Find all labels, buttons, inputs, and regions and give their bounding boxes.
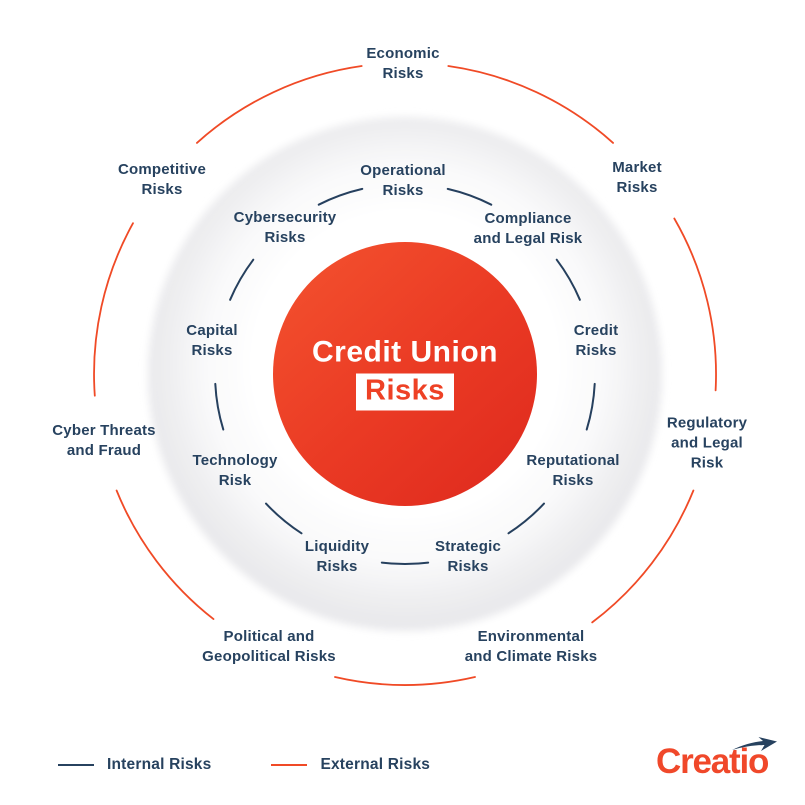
arc-segment	[446, 187, 493, 206]
external-risk-label-economic: Economic Risks	[366, 45, 440, 82]
internal-risk-label-liquidity: Liquidity Risks	[304, 538, 370, 575]
internal-risk-label-operational: Operational Risks	[360, 162, 446, 199]
arc-segment	[93, 222, 134, 397]
internal-risk-label-reputational: Reputational Risks	[526, 452, 620, 489]
external-risk-label-political: Political and Geopolitical Risks	[202, 628, 336, 665]
legend-label-internal: Internal Risks	[107, 756, 212, 773]
arc-segment	[380, 561, 430, 565]
internal-risk-label-credit: Credit Risks	[573, 322, 619, 359]
legend-item-internal-risks: Internal Risks	[58, 756, 211, 774]
creatio-arrow-icon	[732, 737, 777, 751]
internal-risks-arc-ring	[214, 187, 596, 565]
arc-segment	[115, 489, 215, 620]
external-risks-line-swatch	[271, 764, 308, 766]
arc-segment	[196, 65, 363, 144]
arc-segment	[214, 382, 225, 431]
arc-segment	[317, 187, 364, 206]
arc-segment	[447, 65, 614, 144]
external-risk-label-regulatory: Regulatory and Legal Risk	[666, 414, 748, 471]
external-risk-label-competitive: Competitive Risks	[117, 161, 207, 198]
legend-label-external: External Risks	[320, 756, 431, 773]
arc-segment	[334, 676, 476, 686]
internal-risk-label-cybersecurity: Cybersecurity Risks	[233, 209, 337, 246]
internal-risks-line-swatch	[58, 764, 94, 766]
center-title-line2: Risks	[356, 373, 454, 411]
external-risks-arc-ring	[93, 65, 717, 686]
internal-risk-label-technology: Technology Risk	[192, 452, 278, 489]
legend-item-external-risks: External Risks	[271, 756, 430, 774]
arc-segment	[229, 258, 255, 301]
internal-risk-label-capital: Capital Risks	[186, 322, 238, 359]
arc-segment	[555, 258, 581, 301]
internal-risk-label-compliance: Compliance and Legal Risk	[473, 210, 583, 247]
external-risk-label-cyber-threats: Cyber Threats and Fraud	[52, 422, 156, 459]
center-title: Credit Union Risks	[312, 335, 498, 411]
arc-segment	[265, 502, 303, 535]
arc-segment	[673, 217, 717, 392]
arc-segment	[507, 502, 545, 535]
external-risk-label-market: Market Risks	[612, 159, 662, 196]
creatio-logo-text: Creatio	[656, 742, 769, 781]
external-risk-label-environmental: Environmental and Climate Risks	[464, 628, 598, 665]
center-title-line1: Credit Union	[312, 335, 498, 369]
creatio-logo: Creatio	[656, 737, 786, 788]
arc-segment	[591, 489, 695, 624]
internal-risk-label-strategic: Strategic Risks	[435, 538, 501, 575]
arc-segment	[585, 382, 596, 431]
legend: Internal Risks External Risks	[58, 756, 430, 774]
